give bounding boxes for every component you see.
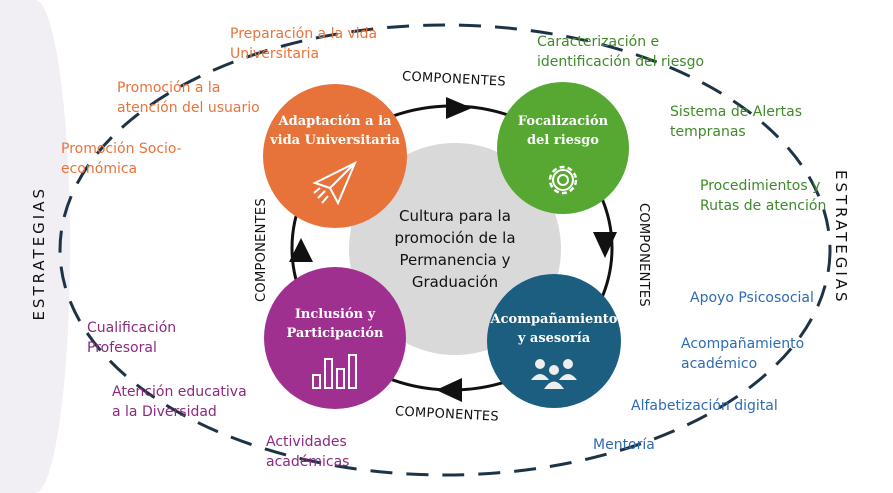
users-icon xyxy=(531,359,577,389)
component-acompanamiento: Acompañamiento y asesoría xyxy=(487,274,621,408)
component-focalizacion: Focalización del riesgo xyxy=(497,82,629,214)
strategy-item: Promoción a la atención del usuario xyxy=(117,80,260,116)
component-inclusion: Inclusión y Participación xyxy=(264,267,406,409)
strategy-item: Cualificación Profesoral xyxy=(87,320,177,356)
strategy-item: Caracterización e identificación del rie… xyxy=(537,34,705,70)
strategy-item: Acompañamiento académico xyxy=(681,336,805,372)
gear-icon xyxy=(548,165,578,195)
component-title: Acompañamiento y asesoría xyxy=(490,312,618,346)
arrow-left xyxy=(289,238,313,262)
arrow-bottom xyxy=(436,378,462,402)
strategy-item: Apoyo Psicosocial xyxy=(690,290,814,306)
component-title: Inclusión y Participación xyxy=(286,307,384,341)
strategies-label-right: ESTRATEGIAS xyxy=(832,170,850,305)
bar-chart-icon xyxy=(312,354,357,389)
strategy-item: Procedimientos y Rutas de atención xyxy=(700,178,827,214)
background-shade xyxy=(0,0,70,493)
component-title: Adaptación a la vida Universitaria xyxy=(270,114,400,148)
strategy-item: Actividades académicas xyxy=(266,434,350,470)
strategies-label-left: ESTRATEGIAS xyxy=(30,186,48,321)
strategy-item: Atención educativa a la Diversidad xyxy=(112,384,247,420)
component-adaptacion: Adaptación a la vida Universitaria xyxy=(263,84,407,228)
paper-plane-icon xyxy=(312,160,357,206)
strategy-item: Promoción Socio- económica xyxy=(61,141,182,177)
strategy-item: Alfabetización digital xyxy=(631,398,778,414)
strategies-dashed-ring xyxy=(58,23,832,477)
strategy-item: Mentoría xyxy=(593,437,655,453)
component-title: Focalización del riesgo xyxy=(517,114,609,148)
arrow-right xyxy=(593,232,617,258)
strategy-item: Sistema de Alertas tempranas xyxy=(670,104,802,140)
strategy-item: Preparación a la vida Universitaria xyxy=(230,26,378,62)
arrow-top xyxy=(446,97,472,119)
components-label-left: COMPONENTES xyxy=(254,198,269,302)
components-label-right: COMPONENTES xyxy=(636,203,651,307)
